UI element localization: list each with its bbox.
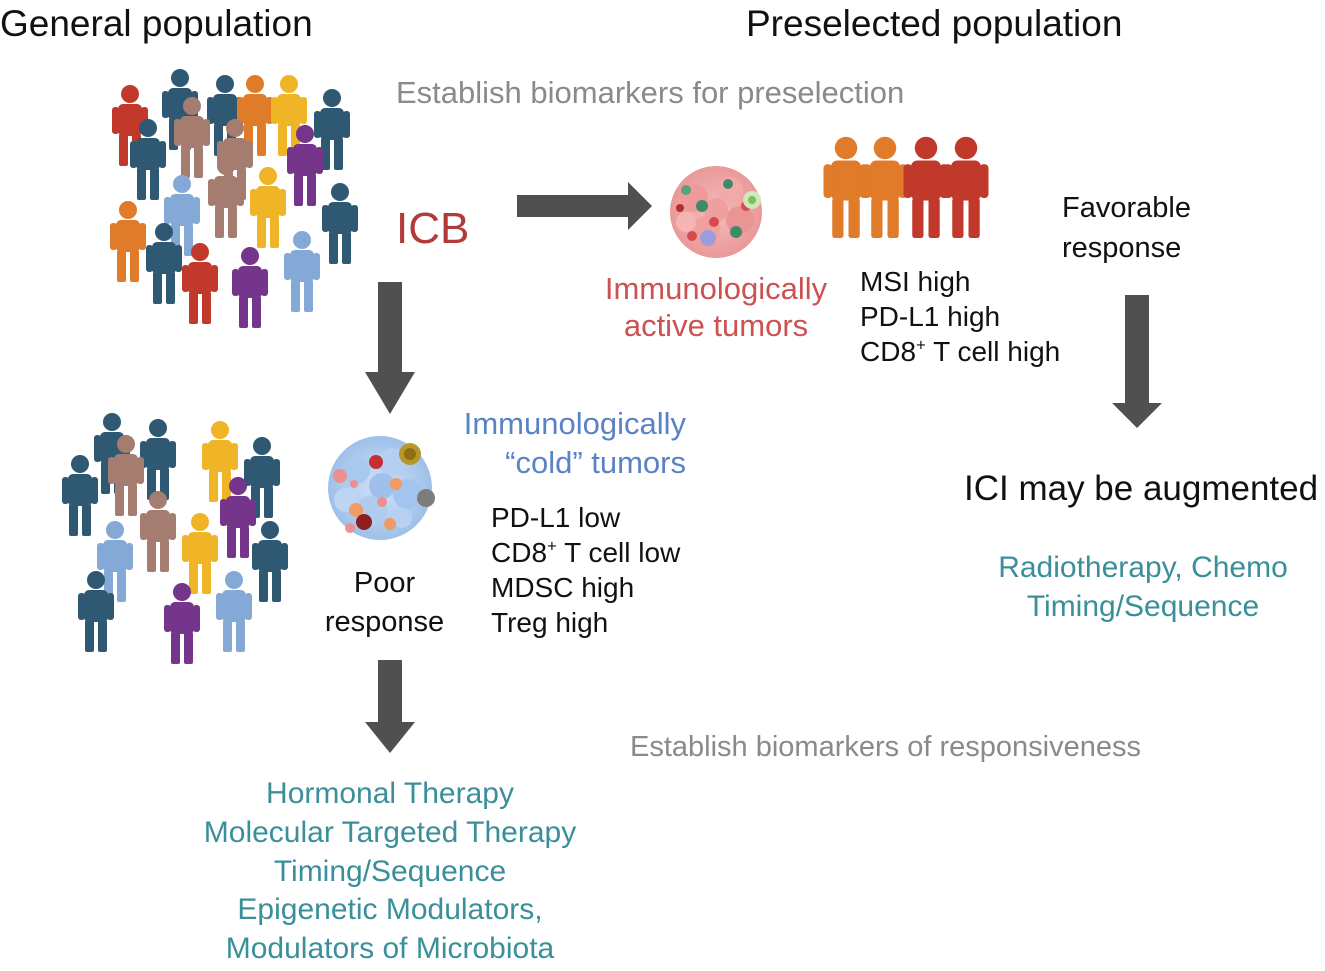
person-icon bbox=[164, 583, 200, 664]
therapy-item: Epigenetic Modulators, bbox=[237, 893, 543, 927]
icb-label: ICB bbox=[396, 204, 470, 253]
person-icon bbox=[140, 419, 176, 500]
person-icon bbox=[232, 247, 268, 328]
augmentation-option: Timing/Sequence bbox=[1026, 590, 1260, 623]
cold-marker-item: MDSC high bbox=[491, 572, 635, 603]
augmentation-option: Radiotherapy, Chemo bbox=[998, 551, 1288, 584]
poor-response-line1: Poor bbox=[353, 567, 416, 599]
people-crowd-bottom-icon bbox=[62, 413, 288, 664]
cold-marker-item: CD8+ T cell low bbox=[491, 536, 681, 568]
person-icon bbox=[903, 136, 949, 238]
cold-tumor-icon bbox=[328, 436, 435, 540]
active-tumor-icon bbox=[670, 166, 762, 258]
person-icon bbox=[182, 513, 218, 594]
preselection-biomarkers-label: Establish biomarkers for preselection bbox=[396, 75, 905, 110]
person-icon bbox=[250, 167, 286, 248]
therapy-item: Modulators of Microbiota bbox=[225, 932, 555, 966]
poor-response-label: Poor response bbox=[312, 564, 457, 642]
arrow-cold-to-therapies bbox=[365, 660, 415, 753]
general-population-heading: General population bbox=[0, 3, 313, 44]
augmentation-options: Radiotherapy, Chemo Timing/Sequence bbox=[975, 548, 1311, 626]
cold-marker-item: PD-L1 low bbox=[491, 502, 621, 533]
person-icon bbox=[862, 136, 908, 238]
person-icon bbox=[322, 183, 358, 264]
selected-people-icon bbox=[823, 136, 989, 238]
ici-augmented-title: ICI may be augmented bbox=[964, 469, 1319, 508]
responsiveness-biomarkers-label: Establish biomarkers of responsiveness bbox=[630, 731, 1141, 763]
preselected-population-heading: Preselected population bbox=[746, 3, 1123, 44]
poor-response-line2: response bbox=[324, 606, 445, 638]
person-icon bbox=[62, 455, 98, 536]
person-icon bbox=[97, 521, 133, 602]
person-icon bbox=[823, 136, 869, 238]
cold-tumors-title: Immunologically “cold” tumors bbox=[440, 404, 686, 482]
people-crowd-top-icon bbox=[110, 69, 358, 328]
person-icon bbox=[140, 491, 176, 572]
therapy-item: Timing/Sequence bbox=[273, 854, 507, 888]
active-tumors-title: Immunologically active tumors bbox=[595, 270, 837, 344]
cold-markers-list: PD-L1 low CD8+ T cell low MDSC high Treg… bbox=[491, 500, 680, 640]
favorable-response-line2: response bbox=[1062, 232, 1182, 264]
arrow-icb-to-cold bbox=[365, 282, 415, 414]
person-icon bbox=[216, 571, 252, 652]
active-markers-list: MSI high PD-L1 high CD8+ T cell high bbox=[860, 264, 1060, 369]
arrow-favorable-to-augmented bbox=[1112, 295, 1162, 428]
therapy-item: Hormonal Therapy bbox=[266, 777, 514, 810]
active-marker-item: CD8+ T cell high bbox=[860, 335, 1061, 367]
active-marker-item: MSI high bbox=[860, 266, 971, 297]
person-icon bbox=[271, 75, 307, 156]
active-tumors-title-line1: Immunologically bbox=[604, 271, 828, 306]
cold-tumors-title-line1: Immunologically bbox=[463, 406, 686, 441]
favorable-response-label: Favorable response bbox=[1062, 188, 1191, 268]
person-icon bbox=[284, 231, 320, 312]
favorable-response-line1: Favorable bbox=[1062, 192, 1191, 224]
active-tumors-title-line2: active tumors bbox=[623, 308, 809, 344]
person-icon bbox=[110, 201, 146, 282]
active-marker-item: PD-L1 high bbox=[860, 301, 1001, 332]
person-icon bbox=[252, 521, 288, 602]
poor-response-therapies: Hormonal Therapy Molecular Targeted Ther… bbox=[170, 775, 610, 969]
arrow-icb-to-active bbox=[517, 182, 652, 230]
therapy-item: Molecular Targeted Therapy bbox=[203, 815, 577, 849]
cold-tumors-title-line2: “cold” tumors bbox=[505, 445, 686, 480]
person-icon bbox=[943, 136, 989, 238]
cold-marker-item: Treg high bbox=[491, 607, 609, 638]
